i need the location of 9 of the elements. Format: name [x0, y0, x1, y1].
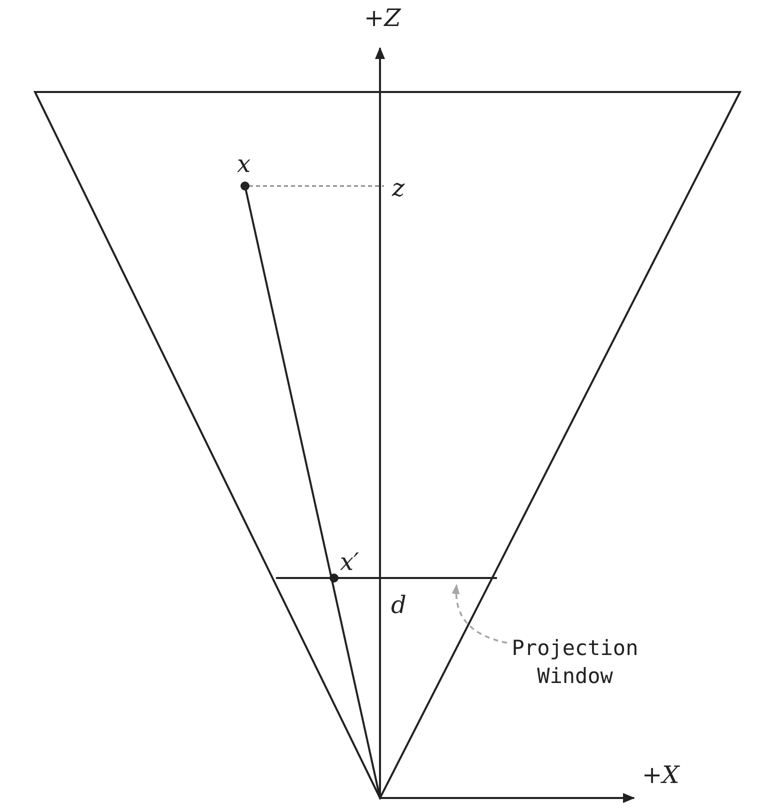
- projection-window-line: [276, 577, 497, 579]
- axis-label: +X: [642, 763, 680, 787]
- axis-label: +Z: [364, 6, 401, 30]
- point-label: z: [392, 176, 405, 200]
- distance-label: d: [391, 593, 406, 617]
- point-label: x′: [340, 550, 359, 574]
- leader-line: [452, 584, 508, 644]
- window-label: Projection Window: [490, 634, 660, 691]
- point-label: x: [237, 152, 251, 176]
